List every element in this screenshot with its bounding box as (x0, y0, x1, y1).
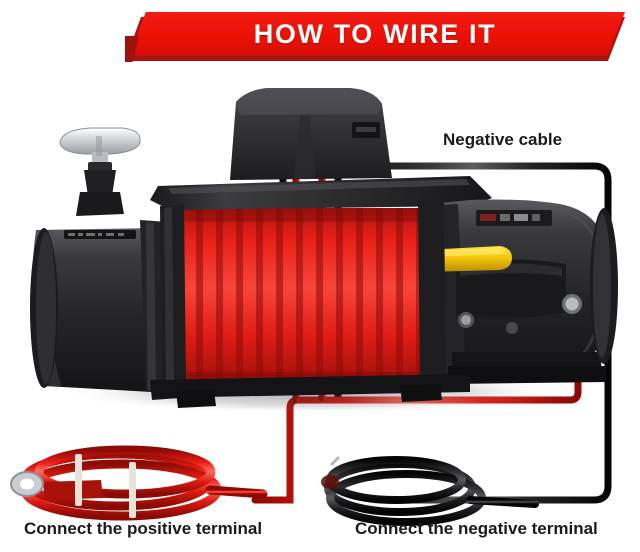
winch-gearbox-housing (424, 199, 609, 384)
label-positive-terminal: Connect the positive terminal (24, 519, 263, 538)
label-negative-cable: Negative cable (443, 130, 563, 149)
banner-body (129, 12, 625, 56)
cable-tie (129, 462, 136, 518)
header-banner: HOW TO WIRE IT (125, 12, 625, 62)
banner-title: HOW TO WIRE IT (253, 18, 497, 49)
positive-cable-boot (43, 480, 103, 500)
winch-motor-housing (30, 220, 180, 400)
solenoid-control-box (230, 88, 392, 180)
winch-illustration (30, 88, 618, 410)
winch-drum-flanges (160, 200, 446, 388)
terminal-bolts (458, 294, 582, 334)
cable-tie (75, 454, 82, 506)
negative-cable-boot (321, 475, 339, 489)
winch-base-rails (150, 374, 470, 408)
label-negative-terminal: Connect the negative terminal (355, 519, 598, 538)
winch-right-endcap (590, 208, 618, 364)
positive-cable-coil (10, 445, 268, 521)
winch-top-rail (150, 176, 492, 210)
negative-wire-tip (330, 456, 340, 466)
clutch-handle (59, 127, 141, 216)
positive-ring-lug (10, 471, 44, 497)
negative-cable-coil (321, 456, 539, 526)
